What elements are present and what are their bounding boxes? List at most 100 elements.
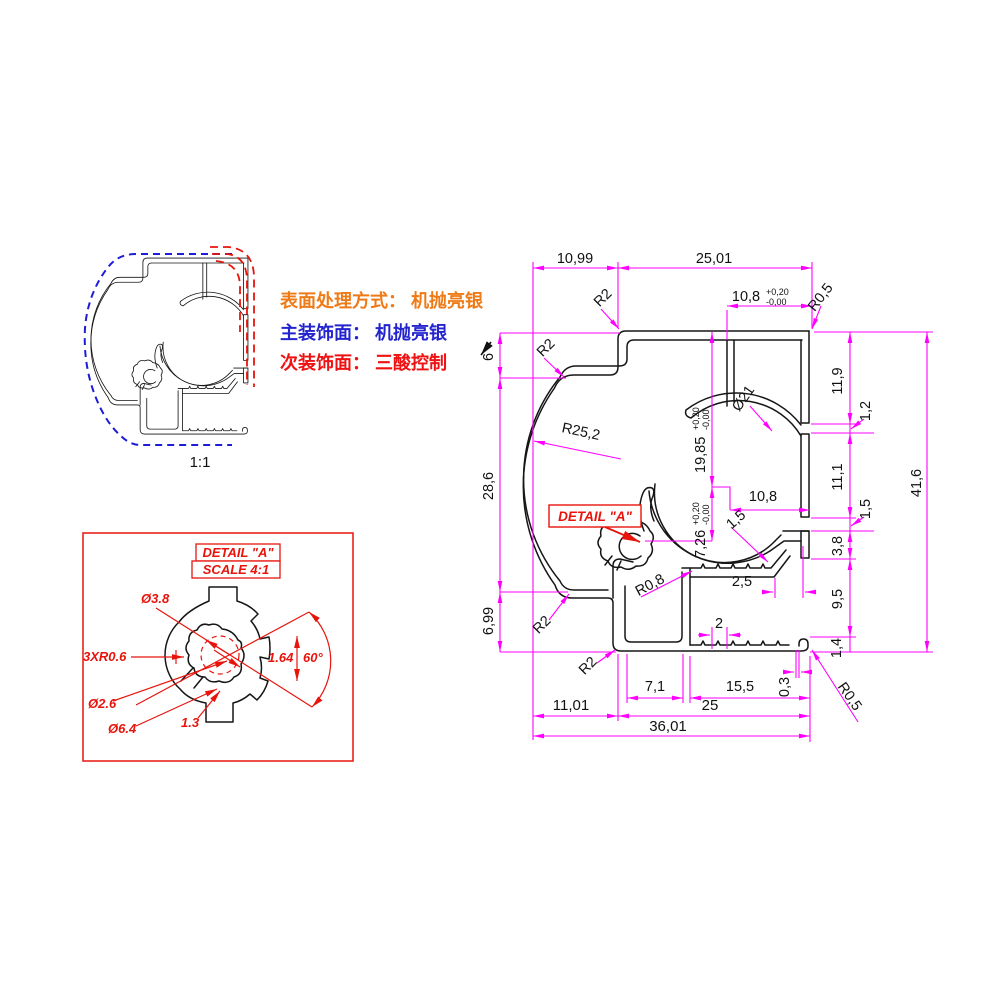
detail-scale-box (191, 560, 281, 579)
right-wall (800, 330, 810, 559)
detail-leader-dia26 (112, 660, 228, 702)
circle-cavity-upper-wall (684, 392, 802, 437)
detail-callout: DETAIL "A" (548, 504, 642, 543)
detail-dimensions (112, 607, 332, 727)
detail-dim-3xr06: 3XR0.6 (83, 649, 127, 664)
detail-callout-arrow (604, 526, 641, 543)
dim-text-2-5: 2,5 (732, 574, 752, 590)
dim-text-25: 25 (702, 697, 719, 714)
detail-socket (185, 623, 245, 684)
leader-r05-top (811, 305, 822, 330)
detail-view: DETAIL "A" SCALE 4:1 Ø3.8 3XR0.6 Ø2.6 Ø6… (82, 532, 354, 762)
detail-pitch-circle (200, 635, 240, 675)
lower-box-right-wall (681, 567, 691, 646)
upper-box-left-wall (726, 339, 735, 407)
dim-text-28-6: 28,6 (481, 472, 497, 500)
detail-geometry (164, 586, 271, 723)
dim-tol-plus-1985: +0,20 (691, 407, 701, 430)
dim-text-19-85: 19,85 (693, 437, 709, 473)
dim-text-11-9: 11,9 (830, 367, 846, 394)
detail-dia-arrow-2 (213, 649, 241, 668)
dim-jog (712, 486, 731, 510)
decor-face-red-dash-2 (212, 253, 248, 385)
detail-dia-arrow-1 (205, 639, 231, 656)
dim-text-r2-b: R2 (534, 336, 558, 360)
leader-r05-bottom (811, 649, 859, 723)
scale-view: 1:1 (83, 246, 255, 471)
dim-tol-plus-726: +0,20 (691, 502, 701, 525)
shelf-serrated (689, 549, 791, 578)
scale-1to1-label: 1:1 (190, 454, 211, 471)
dim-text-11-1: 11,1 (830, 463, 846, 490)
dim-tol-minus-1985: -0,00 (701, 409, 711, 430)
dim-text-10-99: 10,99 (557, 251, 593, 267)
dim-text-1-5-center: 1,5 (723, 507, 749, 532)
dim-text-r2-a: R2 (591, 286, 615, 310)
leader-r25-2 (533, 440, 622, 460)
detail-dim-164: 1.64 (268, 650, 294, 665)
dim-text-6: 6 (481, 353, 497, 361)
profile-1to1 (90, 257, 249, 435)
dim-tol-minus-top: -0,00 (766, 297, 787, 307)
circle-cavity-lower-wall (648, 483, 776, 565)
dim-text-r2-d: R2 (576, 654, 600, 678)
dim-text-15-5: 15,5 (726, 679, 754, 695)
dim-text-41-6: 41,6 (909, 469, 925, 497)
clip-finger (639, 486, 655, 532)
profile-geometry (522, 330, 810, 652)
detail-scale: SCALE 4:1 (203, 562, 269, 577)
dim-text-r25-2: R25,2 (560, 420, 601, 444)
decor-face-red-dash-1 (210, 246, 255, 387)
leader-r2-b (543, 357, 565, 378)
detail-angle-arc (308, 611, 332, 708)
dim-text-1-5-r: 1,5 (858, 499, 874, 519)
dim-text-r2-c: R2 (530, 613, 554, 637)
decor-face-red-dash-3 (215, 260, 241, 332)
dimension-lines (497, 262, 933, 742)
dim-tol-minus-726: -0,00 (701, 504, 711, 525)
leader-1-2 (850, 418, 865, 430)
leader-r2-d (596, 649, 616, 664)
dim-text-10-8-mid: 10,8 (749, 489, 777, 505)
dim-text-7-1: 7,1 (645, 679, 665, 695)
leader-r2-c (548, 593, 570, 621)
dim-text-0-3: 0,3 (777, 677, 793, 697)
dim-text-1-4: 1,4 (829, 638, 845, 658)
dim-text-25-01: 25,01 (696, 251, 732, 267)
dim-text-7-26-group: 7,26 +0,20 -0,00 (691, 502, 711, 558)
leader-dia21 (749, 405, 773, 432)
detail-title: DETAIL "A" (202, 545, 274, 560)
dim-tol-plus-top: +0,20 (766, 287, 789, 297)
dim-text-6-99: 6,99 (481, 607, 497, 635)
dim-text-19-85-group: 19,85 +0,20 -0,00 (691, 407, 711, 473)
dim-text-r05-bottom: R0,5 (834, 680, 865, 714)
detail-leader-dia64 (135, 688, 218, 727)
detail-leader-13 (197, 690, 221, 719)
detail-callout-box (548, 504, 642, 528)
dim-text-2: 2 (715, 616, 723, 632)
detail-ray-1 (155, 607, 313, 708)
leader-r0-8 (640, 570, 693, 598)
ledge (769, 530, 810, 552)
dim-text-r0-8: R0,8 (633, 571, 668, 600)
main-view-dimensions: 10,99 25,01 10,8 +0,20 -0,00 R0,5 R2 R2 … (481, 251, 933, 742)
cursor-arrow (480, 341, 493, 356)
lower-box-cavity (624, 571, 683, 643)
lower-box-left-wall-top (612, 558, 634, 599)
dim-text-10-8-top: 10,8 (732, 289, 760, 305)
clearance-envelope-blue (83, 253, 232, 446)
flange-serrated (689, 640, 790, 646)
detail-dim-dia26: Ø2.6 (88, 696, 117, 711)
note-surface-treatment: 表面处理方式： 机抛亮银 (280, 290, 484, 311)
leader-r2-a (600, 308, 620, 330)
detail-border (82, 532, 354, 762)
dim-text-36-01: 36,01 (649, 718, 687, 735)
detail-dim-dia38: Ø3.8 (141, 591, 170, 606)
detail-dim-60: 60° (303, 650, 323, 665)
dim-text-3-8: 3,8 (830, 536, 846, 556)
leader-1-5-center (730, 526, 769, 563)
dim-text-r05-top: R0,5 (805, 281, 836, 315)
leader-1-5-r (850, 516, 865, 527)
